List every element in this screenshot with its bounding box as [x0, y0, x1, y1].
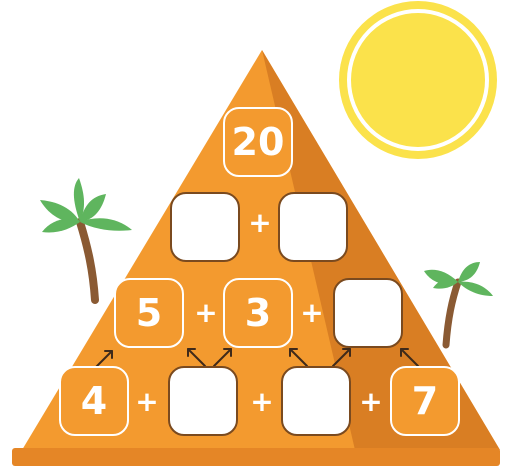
cell-row3-3[interactable]	[333, 278, 403, 348]
cell-row4-2[interactable]	[168, 366, 238, 436]
cell-row2-1-input[interactable]	[172, 194, 238, 260]
plus-sign: +	[248, 211, 272, 235]
cell-row2-2[interactable]	[278, 192, 348, 262]
plus-sign: +	[135, 390, 159, 414]
cell-row3-1: 5	[114, 278, 184, 348]
cell-row2-1[interactable]	[170, 192, 240, 262]
cell-row2-2-input[interactable]	[280, 194, 346, 260]
plus-sign: +	[359, 390, 383, 414]
palm-tree-icon	[424, 262, 493, 345]
cell-top: 20	[223, 107, 293, 177]
cell-row4-4-value: 7	[412, 382, 438, 420]
plus-sign: +	[194, 301, 218, 325]
cell-row4-1: 4	[59, 366, 129, 436]
cell-row4-4: 7	[390, 366, 460, 436]
cell-row3-2-value: 3	[245, 294, 271, 332]
cell-row4-3[interactable]	[281, 366, 351, 436]
cell-row3-1-value: 5	[136, 294, 162, 332]
cell-row4-1-value: 4	[81, 382, 107, 420]
cell-row4-2-input[interactable]	[170, 368, 236, 434]
cell-row4-3-input[interactable]	[283, 368, 349, 434]
plus-sign: +	[250, 390, 274, 414]
cell-top-value: 20	[232, 123, 285, 161]
cell-row3-2: 3	[223, 278, 293, 348]
cell-row3-3-input[interactable]	[335, 280, 401, 346]
plus-sign: +	[300, 301, 324, 325]
sun-icon	[339, 1, 497, 159]
